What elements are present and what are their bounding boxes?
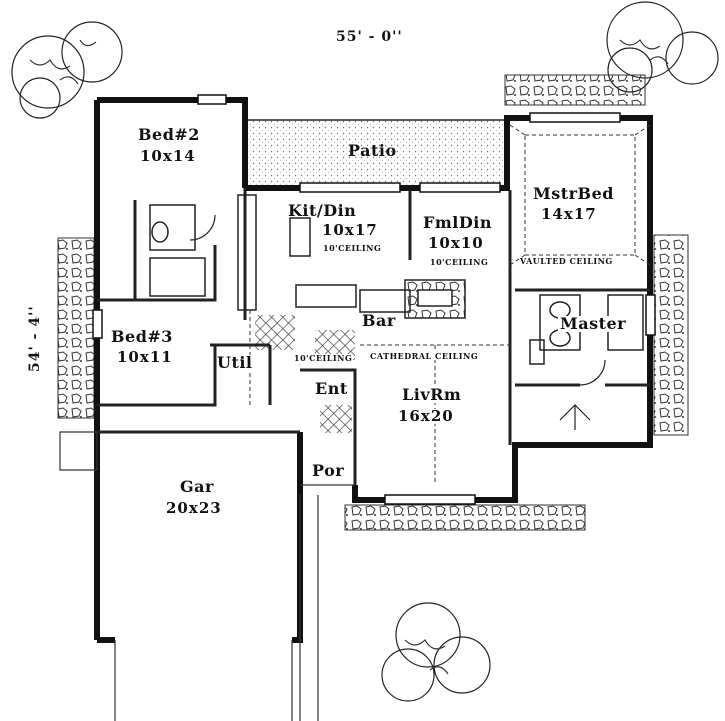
ent-label: Ent (315, 379, 348, 398)
bed3-size: 10x11 (117, 348, 173, 366)
depth-dimension: 54' - 4'' (27, 305, 43, 372)
patio-label: Patio (348, 141, 397, 160)
kitchen-counters (237, 194, 411, 313)
bed2-label: Bed#2 (138, 125, 200, 144)
gar-size: 20x23 (166, 499, 222, 517)
planter-left (57, 237, 95, 419)
bar-label: Bar (362, 311, 396, 330)
fireplace (404, 279, 466, 319)
kitdin-ceiling: 10'CEILING (323, 243, 382, 253)
mstrbed-ceiling: VAULTED CEILING (520, 256, 613, 266)
bath-fixtures (149, 204, 644, 365)
windows (92, 94, 656, 505)
planter-top-right (504, 74, 646, 106)
tree-top-left (11, 21, 123, 119)
bed3-label: Bed#3 (111, 327, 173, 346)
fmldin-ceiling: 10'CEILING (430, 257, 489, 267)
fmldin-label: FmlDin (423, 213, 492, 232)
doors (189, 214, 606, 430)
livrm-ceiling: CATHEDRAL CEILING (370, 351, 479, 361)
ceiling-lines (249, 124, 651, 485)
tree-bottom (381, 602, 491, 702)
hatch-util (255, 315, 295, 350)
hatch-foyer (320, 405, 352, 433)
mstrbed-size: 14x17 (541, 205, 597, 223)
planter-right (653, 234, 689, 436)
planter-bottom (344, 504, 586, 531)
walkway (59, 431, 355, 721)
livrm-label: LivRm (402, 385, 462, 404)
ent-ceiling: 10'CEILING (294, 353, 353, 363)
gar-label: Gar (180, 477, 214, 496)
kitdin-size: 10x17 (322, 221, 378, 239)
width-dimension: 55' - 0'' (336, 29, 403, 45)
mstrbed-label: MstrBed (533, 184, 614, 203)
bed2-size: 10x14 (140, 147, 196, 165)
interior-walls (97, 188, 650, 485)
livrm-size: 16x20 (398, 407, 454, 425)
util-label: Util (217, 353, 253, 372)
por-label: Por (312, 461, 345, 480)
fmldin-size: 10x10 (428, 234, 484, 252)
kitdin-label: Kit/Din (288, 201, 357, 220)
master-label: Master (558, 314, 629, 333)
